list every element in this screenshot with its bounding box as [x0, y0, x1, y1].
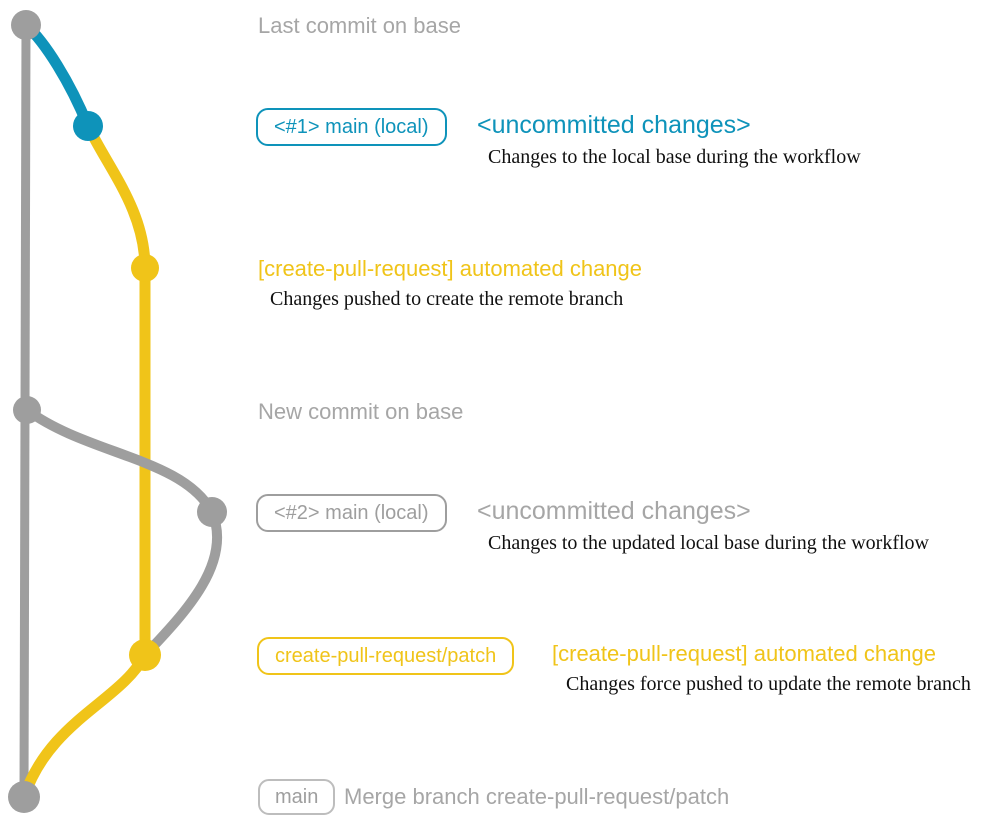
commit-node-new-base: [13, 396, 41, 424]
local-changes-caption-1: Changes to the local base during the wor…: [488, 146, 861, 168]
commit-node-last-base: [11, 10, 41, 40]
automated-change-caption-1: Changes pushed to create the remote bran…: [270, 288, 624, 310]
create-pull-request-branch-path: [18, 120, 151, 803]
branch-badge-main: main: [258, 779, 336, 815]
commit-node-local-1: [73, 111, 103, 141]
local-changes-branch-path: [20, 19, 94, 132]
branch-badge-create-pull-request-patch: create-pull-request/patch: [257, 637, 515, 675]
updated-local-branch-path: [22, 405, 223, 660]
commit-node-merge: [8, 781, 40, 813]
new-commit-on-base-label: New commit on base: [258, 399, 464, 424]
branch-badge-main-local-2: <#2> main (local): [256, 494, 447, 532]
commit-node-local-2: [197, 497, 227, 527]
merge-branch-caption: Merge branch create-pull-request/patch: [344, 784, 730, 809]
local-changes-caption-2: Changes to the updated local base during…: [488, 532, 929, 554]
automated-change-title-2: [create-pull-request] automated change: [552, 641, 937, 666]
commit-node-automated-change-2: [129, 639, 161, 671]
last-commit-on-base-label: Last commit on base: [258, 13, 461, 38]
uncommitted-changes-status-2: <uncommitted changes>: [477, 497, 751, 525]
branch-badge-main-local-1: <#1> main (local): [256, 108, 447, 146]
uncommitted-changes-status-1: <uncommitted changes>: [477, 111, 751, 139]
automated-change-caption-2: Changes force pushed to update the remot…: [566, 673, 971, 695]
automated-change-title-1: [create-pull-request] automated change: [258, 256, 643, 281]
commit-node-automated-change-1: [131, 254, 159, 282]
